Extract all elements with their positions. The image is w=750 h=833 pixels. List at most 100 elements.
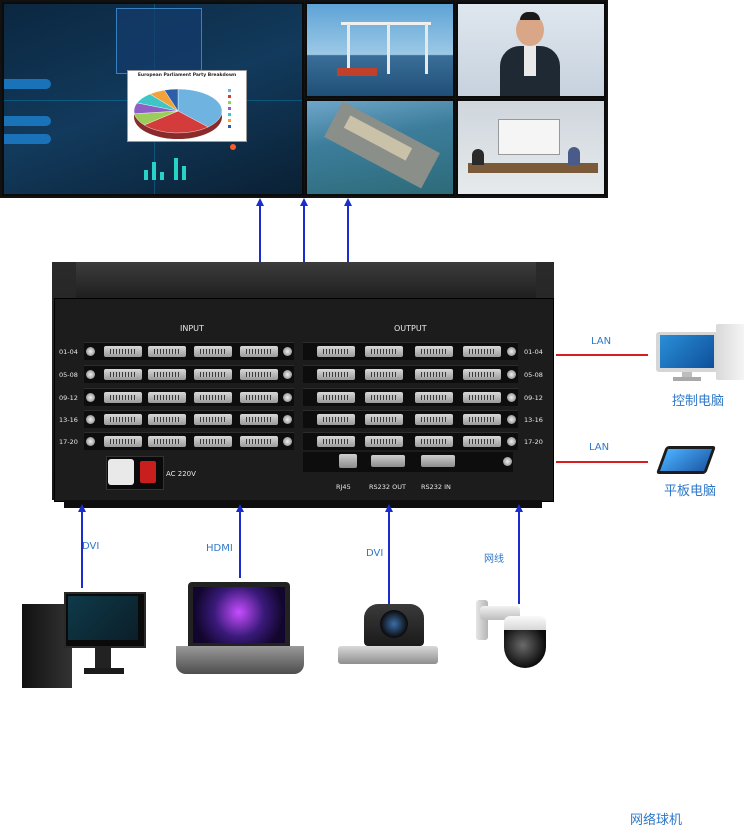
power-switch: [140, 461, 156, 483]
input-card: [84, 388, 294, 406]
dvi-input-port: [148, 369, 186, 380]
card-screw: [86, 347, 95, 356]
card-screw: [283, 347, 292, 356]
output-section-label: OUTPUT: [394, 324, 427, 333]
desktop-pc-screen: [68, 596, 138, 640]
card-screw: [283, 370, 292, 379]
dvi-input-port: [240, 436, 278, 447]
output-row-label: 01-04: [524, 348, 543, 356]
card-screw: [283, 437, 292, 446]
output-row-label: 17-20: [524, 438, 543, 446]
video-wall-panel-port-cranes: [305, 2, 455, 98]
pie-legend-swatch: [228, 95, 231, 98]
dvi-output-port: [365, 414, 403, 425]
dvi-input-port: [148, 436, 186, 447]
output-card: [303, 388, 518, 406]
tablet-label: 平板电脑: [664, 484, 717, 499]
rj45-label: RJ45: [336, 483, 351, 491]
dvi-input-port: [148, 392, 186, 403]
laptop-keyboard: [176, 646, 304, 674]
control-pc-stand: [682, 372, 692, 378]
dvi-input-port: [104, 436, 142, 447]
pie-slice: [143, 110, 209, 134]
output-arrow-line: [303, 205, 305, 262]
dome-camera-label: 网络球机: [630, 813, 683, 828]
input-card: [84, 342, 294, 360]
lan-label: LAN: [591, 336, 612, 347]
input-row-label: 13-16: [59, 416, 78, 424]
card-screw: [86, 393, 95, 402]
dvi-output-port: [317, 369, 355, 380]
matrix-switcher-foot: [64, 500, 542, 508]
card-screw: [507, 393, 516, 402]
dvi-input-port: [104, 369, 142, 380]
tablet-screen: [659, 449, 713, 471]
card-screw: [507, 370, 516, 379]
card-screw: [283, 415, 292, 424]
ac-power-socket: [108, 459, 134, 485]
dvi-output-port: [317, 346, 355, 357]
rs232-in-label: RS232 IN: [421, 483, 451, 491]
dvi-input-port: [240, 414, 278, 425]
output-card: [303, 342, 518, 360]
dvi-output-port: [415, 369, 453, 380]
dvi-output-port: [365, 346, 403, 357]
arrow-up-icon: [236, 504, 244, 512]
desktop-pc-base: [84, 668, 124, 674]
pie-chart: [133, 88, 231, 139]
arrow-up-icon: [78, 504, 86, 512]
dvi-output-port: [317, 392, 355, 403]
output-row-label: 13-16: [524, 416, 543, 424]
rs232-in-port: [421, 455, 455, 467]
input-arrow-line: [518, 512, 520, 604]
output-row-label: 05-08: [524, 371, 543, 379]
dvi-output-port: [463, 414, 501, 425]
dvi-output-port: [365, 392, 403, 403]
dvi-output-port: [415, 392, 453, 403]
dvi-output-port: [415, 346, 453, 357]
input-card: [84, 410, 294, 428]
dvi-connection-label: DVI: [366, 548, 384, 559]
pie-legend-swatch: [228, 125, 231, 128]
arrow-up-icon: [300, 198, 308, 206]
output-card: [303, 432, 518, 450]
rj45-port: [339, 454, 357, 468]
desktop-pc-tower: [22, 604, 72, 688]
dvi-input-port: [148, 414, 186, 425]
dvi-input-port: [194, 392, 232, 403]
dvi-input-port: [240, 369, 278, 380]
dvi-input-port: [240, 346, 278, 357]
input-arrow-line: [81, 512, 83, 588]
pie-slice: [177, 88, 223, 128]
input-section-label: INPUT: [180, 324, 204, 333]
lan-line: [556, 461, 648, 463]
card-screw: [283, 393, 292, 402]
input-card: [84, 432, 294, 450]
pie-legend-swatch: [228, 107, 231, 110]
input-arrow-line: [388, 512, 390, 604]
input-row-label: 17-20: [59, 438, 78, 446]
card-screw: [507, 437, 516, 446]
dvi-output-port: [463, 392, 501, 403]
dvi-output-port: [415, 436, 453, 447]
rs232-out-port: [371, 455, 405, 467]
dvi-output-port: [317, 414, 355, 425]
lan-label: LAN: [589, 442, 610, 453]
dvi-output-port: [463, 369, 501, 380]
dvi-output-port: [317, 436, 355, 447]
arrow-up-icon: [515, 504, 523, 512]
output-card: [303, 365, 518, 383]
pie-legend-swatch: [228, 119, 231, 122]
pie-legend-swatch: [228, 113, 231, 116]
rs232-out-label: RS232 OUT: [369, 483, 406, 491]
video-wall-panel-video-call: [456, 2, 606, 98]
output-card: [303, 410, 518, 428]
video-wall-panel-port-aerial: [305, 99, 455, 196]
ac-voltage-label: AC 220V: [166, 470, 196, 478]
dvi-input-port: [194, 369, 232, 380]
camera-lens-icon: [380, 610, 408, 638]
card-screw: [507, 347, 516, 356]
dvi-input-port: [194, 346, 232, 357]
dvi-output-port: [463, 436, 501, 447]
pie-chart-inset: European Parliament Party Breakdown: [127, 70, 247, 142]
